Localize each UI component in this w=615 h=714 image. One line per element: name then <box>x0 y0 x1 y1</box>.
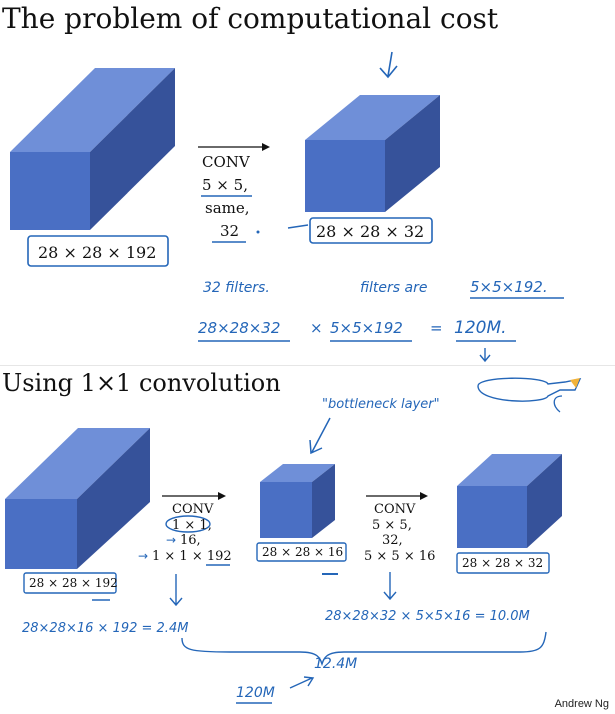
conv1-label: CONV <box>172 502 214 517</box>
slide-one-by-one-convolution: Using 1×1 convolution "bottleneck layer" <box>0 366 615 714</box>
input-volume-box <box>10 68 175 230</box>
note-filter-size: 5×5×192. <box>470 278 548 296</box>
bottleneck-note: "bottleneck layer" <box>322 397 440 412</box>
conv2-label: CONV <box>374 502 416 517</box>
author-credit: Andrew Ng <box>554 698 609 710</box>
conv-padding: same, <box>205 199 250 217</box>
slide-title: The problem of computational cost <box>2 2 499 35</box>
conv2-kernel: 5 × 5, <box>372 518 412 533</box>
conv1-kernel: 1 × 1, <box>172 518 212 533</box>
note-filters: 32 filters. <box>203 280 270 296</box>
conv2-filters: 32, <box>382 533 403 548</box>
bottle-doodle <box>477 377 582 402</box>
slide2-diagram: "bottleneck layer" CONV 1 × 1, → 16, → 1… <box>5 377 582 704</box>
total-cost: 12.4M <box>314 656 357 672</box>
conv1-arrow-mark: → <box>166 533 176 547</box>
conv-filters: 32 <box>220 222 239 240</box>
conv2-filter-shape: 5 × 5 × 16 <box>364 549 435 564</box>
input-dims-label: 28 × 28 × 192 <box>38 243 156 262</box>
calc-step2: 28×28×32 × 5×5×16 = 10.0M <box>325 609 530 624</box>
calc-right: 5×5×192 <box>330 319 403 337</box>
calc-left: 28×28×32 <box>198 319 280 337</box>
compare-cost: 120M <box>236 685 275 701</box>
output-dims-label: 28 × 28 × 32 <box>316 222 424 241</box>
output-volume-box <box>305 95 440 212</box>
slide1-diagram: CONV 5 × 5, same, 32 28 × 28 × 192 28 × … <box>10 51 564 363</box>
calc-times: × <box>310 319 323 337</box>
sum-brace <box>181 631 547 667</box>
input-dims-label: 28 × 28 × 192 <box>29 576 118 590</box>
conv-label: CONV <box>202 153 251 171</box>
calc-step1: 28×28×16 × 192 = 2.4M <box>22 621 188 636</box>
bottleneck-volume-box <box>260 464 335 538</box>
calc-result: 120M. <box>454 318 507 338</box>
slide-computational-cost: The problem of computational cost CONV 5… <box>2 2 564 363</box>
conv1-filter-shape: 1 × 1 × 192 <box>152 549 232 564</box>
conv1-filters: 16, <box>180 533 201 548</box>
slide-divider <box>0 365 615 366</box>
slide-title: Using 1×1 convolution <box>2 369 281 397</box>
conv-kernel: 5 × 5, <box>202 176 248 194</box>
note-filters-are: filters are <box>360 280 427 296</box>
output-volume-box <box>457 454 562 548</box>
input-volume-box <box>5 428 150 569</box>
calc-equals: = <box>430 319 443 337</box>
output-dims-label: 28 × 28 × 32 <box>462 556 543 570</box>
pointer-arrow <box>379 51 398 79</box>
conv1-shape-arrow: → <box>138 549 148 563</box>
mid-dims-label: 28 × 28 × 16 <box>262 545 343 559</box>
